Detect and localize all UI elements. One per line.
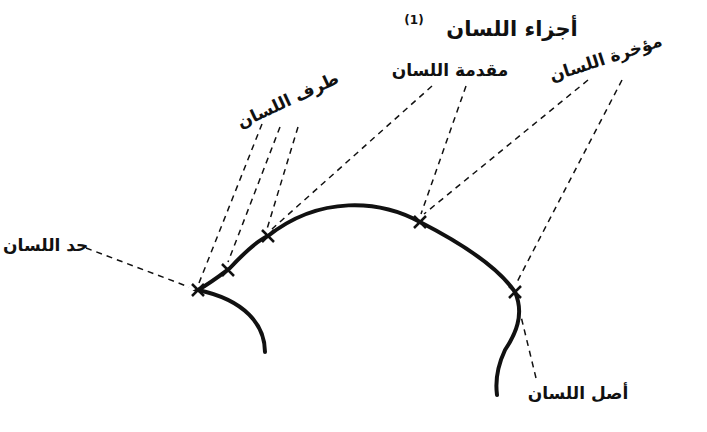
point-markers [192, 216, 521, 298]
part-label: طرف اللسان [234, 68, 342, 133]
part-label: مقدمة اللسان [392, 60, 509, 80]
diagram-title: أجزاء اللسان [446, 17, 577, 42]
part-label: أصل اللسان [528, 383, 629, 403]
tongue-outline [198, 205, 519, 395]
leader-lines [86, 80, 622, 378]
footnote-mark: (1) [404, 13, 423, 27]
part-label: حد اللسان [3, 235, 88, 255]
